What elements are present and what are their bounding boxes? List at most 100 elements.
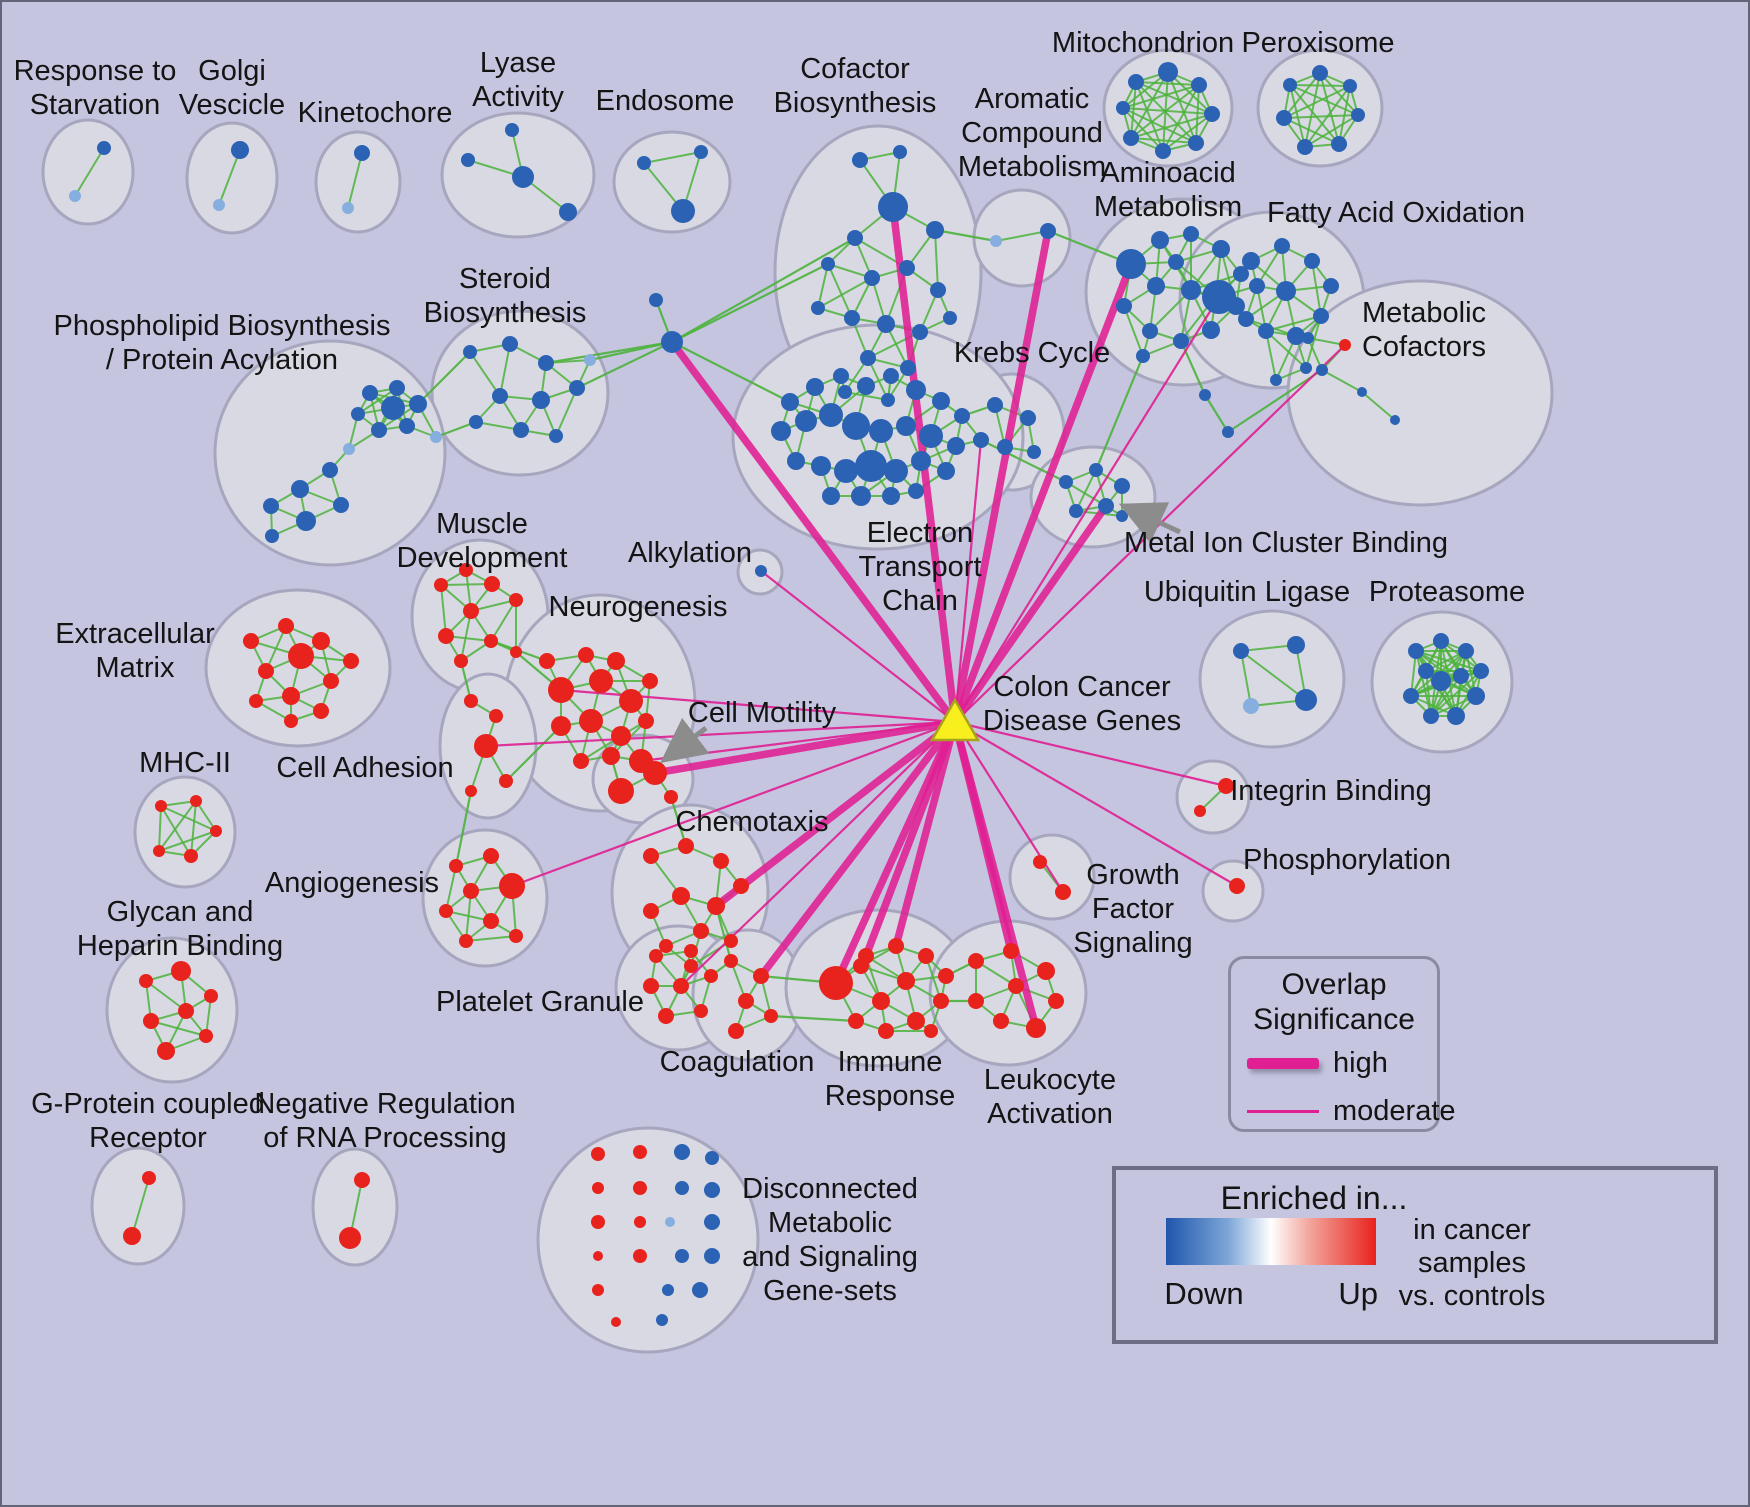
mitochondrion-edge [1130,113,1213,139]
glycan-heparin-binding-node [157,1042,175,1060]
kinetochore-node [342,202,354,214]
metal-ion-cluster-binding-label: Metal Ion Cluster Binding [1124,527,1448,559]
angiogenesis-node [499,873,525,899]
fatty-acid-oxidation-node [1242,252,1260,270]
pointer-arrow [1118,502,1182,544]
immune-response-node [897,972,915,990]
krebs-cycle-label: Krebs Cycle [954,337,1110,369]
electron-transport-chain-label: Chain [882,585,958,617]
aromatic-compound-metabolism-node [1040,223,1056,239]
neurogenesis-node [607,652,625,670]
electron-transport-chain-node [954,408,970,424]
electron-transport-chain-node [822,487,840,505]
proteasome-edge [1415,650,1432,717]
electron-transport-chain-node [781,393,799,411]
angiogenesis-node [509,929,523,943]
golgi-vescicle-label: Vescicle [179,89,285,121]
phosphorylation-label: Phosphorylation [1243,844,1451,876]
gene-set-link [671,341,791,403]
overlap-edge-high [651,718,959,777]
phospholipid-biosynthesis-node [291,480,309,498]
aromatic-compound-metabolism-node [990,235,1002,247]
ubiquitin-ligase-node [1295,689,1317,711]
aminoacid-metabolism-node [1202,321,1220,339]
response-to-starvation-node [69,190,81,202]
angiogenesis-label: Angiogenesis [265,867,439,899]
disconnected-gene-sets-node [705,1151,719,1165]
muscle-development-node [438,628,454,644]
cell-adhesion-node [474,734,498,758]
proteasome-node [1408,643,1424,659]
mhc-ii-edge [158,830,217,852]
electron-transport-chain-node [919,424,943,448]
metal-ion-cluster-binding-node [1059,475,1073,489]
cofactor-biosynthesis-node [838,385,852,399]
mitochondrion-node [1155,143,1171,159]
fatty-acid-oxidation-edge [1305,315,1322,369]
cofactor-biosynthesis-edge [817,277,873,309]
aminoacid-metabolism-node [1181,280,1201,300]
aminoacid-metabolism-node [1183,226,1199,242]
cofactor-biosynthesis-edge [817,263,829,309]
response-to-starvation-node [97,141,111,155]
mitochondrion-node [1204,106,1220,122]
disconnected-gene-sets-node [592,1182,604,1194]
electron-transport-chain-node [882,487,900,505]
steroid-biosynthesis-node [513,422,529,438]
phospholipid-biosynthesis-node [322,462,338,478]
up-label: Up [1338,1276,1378,1311]
disconnected-gene-sets-node [592,1284,604,1296]
overlap-edge-high [862,718,959,960]
integrin-binding-label: Integrin Binding [1230,775,1432,807]
ubiquitin-ligase-edge [1240,644,1297,652]
cofactor-biosynthesis-node [844,310,860,326]
mitochondrion-edge [1162,113,1213,152]
metabolic-cofactors-node [1339,339,1351,351]
growth-factor-signaling-label: Growth [1086,859,1179,891]
down-label: Down [1164,1276,1244,1311]
metabolic-cofactors-node [1316,364,1328,376]
aminoacid-metabolism-node [1142,323,1158,339]
coagulation-node [738,993,754,1009]
steroid-biosynthesis-node [502,336,518,352]
chemotaxis-node [724,934,738,948]
aminoacid-metabolism-node [1116,249,1146,279]
peroxisome-node [1276,110,1292,126]
steroid-biosynthesis-node [532,391,550,409]
overlap-edge-high [712,718,959,910]
steroid-biosynthesis-edge [499,343,511,397]
growth-factor-signaling-node [1055,884,1071,900]
immune-response-label: Immune [838,1046,943,1078]
disconnected-gene-sets-node [656,1314,668,1326]
steroid-biosynthesis-node [584,354,596,366]
mitochondrion-node [1128,74,1144,90]
aromatic-compound-metabolism-label: Compound [961,117,1103,149]
mitochondrion-edge [1130,81,1137,139]
overlap-edge-moderate [954,721,1064,893]
immune-response-node [938,968,954,984]
steroid-biosynthesis-edge [555,387,578,437]
electron-transport-chain-node [869,419,893,443]
chemotaxis-node [733,878,749,894]
disconnected-gene-sets-node [662,1284,674,1296]
lyase-activity-node [512,166,534,188]
cofactor-biosynthesis-node [893,145,907,159]
gene-set-link [1227,369,1323,433]
chemotaxis-node [684,959,698,973]
electron-transport-chain-node [857,377,875,395]
electron-transport-chain-node [771,421,791,441]
cofactor-biosynthesis-node [900,360,916,376]
peroxisome-node [1283,78,1297,92]
proteasome-node [1453,668,1469,684]
metal-ion-cluster-binding-node [1114,478,1130,494]
steroid-biosynthesis-label: Steroid [459,263,551,295]
phospholipid-biosynthesis-node [430,431,442,443]
extracellular-matrix-label: Extracellular [55,618,215,650]
chemotaxis-node [672,887,690,905]
coagulation-label: Coagulation [660,1046,815,1078]
disconnected-gene-sets-node [633,1249,647,1263]
electron-transport-chain-node [819,403,843,427]
peroxisome-edge [1289,84,1306,148]
cell-motility-node [643,761,667,785]
